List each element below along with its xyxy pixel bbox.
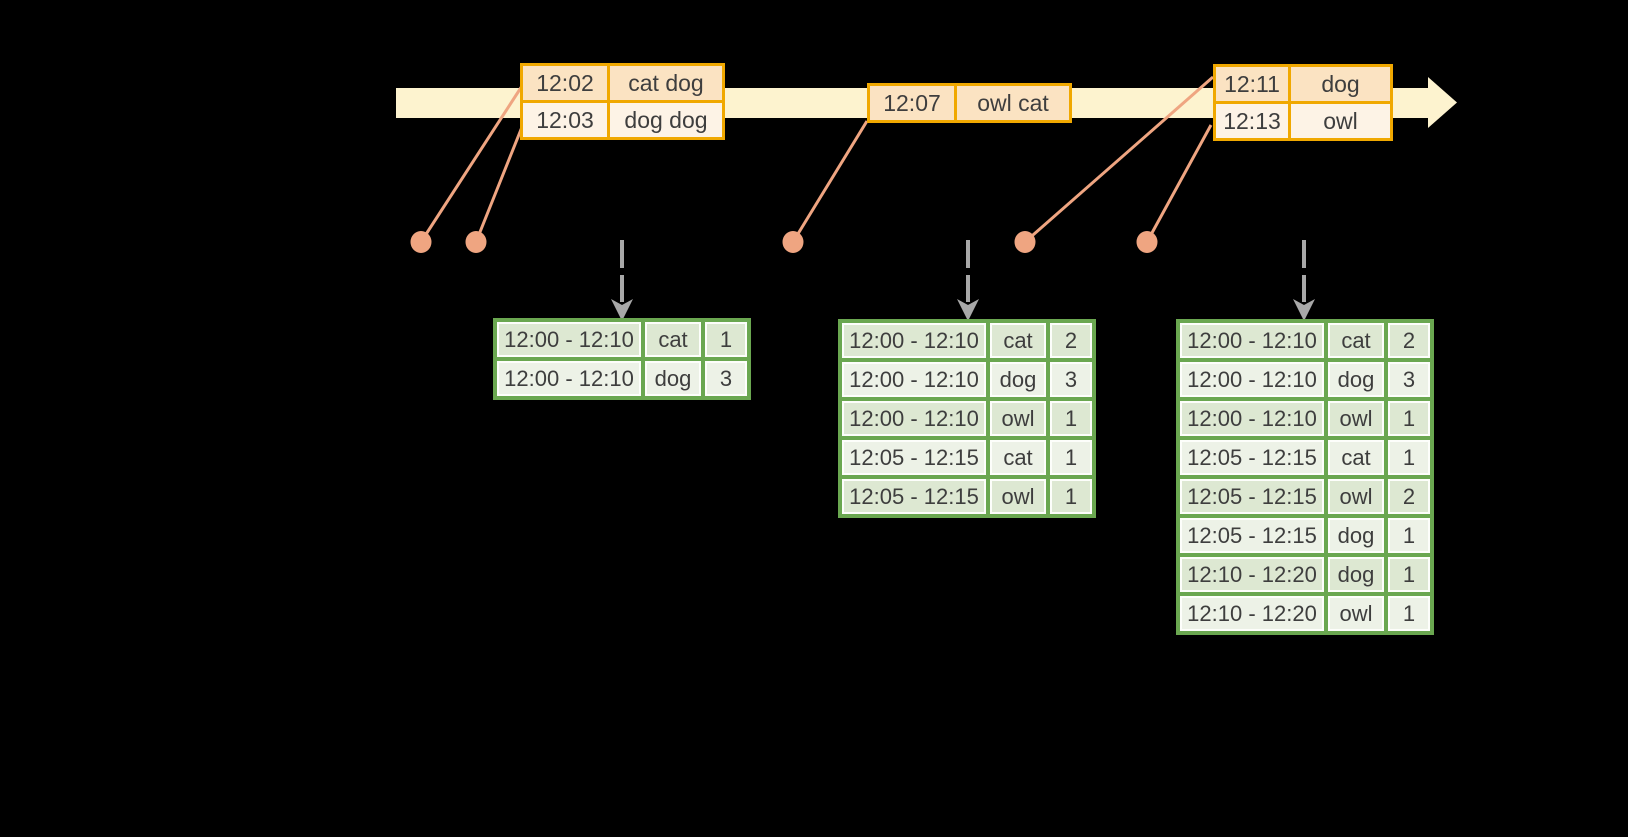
count-cell: 3	[1050, 362, 1092, 397]
window-cell: 12:05 - 12:15	[842, 440, 986, 475]
trigger-arrowhead-icon	[611, 299, 633, 321]
word-cell: cat	[990, 323, 1046, 358]
result-table-1: 12:00 - 12:10 cat 1 12:00 - 12:10 dog 3	[493, 318, 751, 400]
window-cell: 12:00 - 12:10	[842, 323, 986, 358]
event-time-cell: 12:07	[870, 86, 954, 120]
event-table-2: 12:07 owl cat	[867, 83, 1072, 123]
trigger-arrow-icon	[611, 240, 633, 321]
event-connector-line	[419, 85, 524, 243]
event-time-cell: 12:03	[523, 103, 607, 137]
word-cell: owl	[990, 479, 1046, 514]
event-words-cell: dog	[1291, 67, 1390, 101]
count-cell: 2	[1388, 323, 1430, 358]
count-cell: 3	[705, 361, 747, 396]
event-dot-icon	[465, 231, 487, 253]
event-dot-icon	[410, 231, 432, 253]
word-cell: owl	[1328, 479, 1384, 514]
count-cell: 1	[1050, 401, 1092, 436]
event-time-cell: 12:02	[523, 66, 607, 100]
window-cell: 12:00 - 12:10	[1180, 323, 1324, 358]
window-cell: 12:05 - 12:15	[1180, 440, 1324, 475]
trigger-arrowhead-icon	[957, 299, 979, 321]
result-table-3: 12:00 - 12:10 cat 2 12:00 - 12:10 dog 3 …	[1176, 319, 1434, 635]
trigger-arrowhead-icon	[1293, 299, 1315, 321]
count-cell: 1	[1388, 518, 1430, 553]
word-cell: dog	[990, 362, 1046, 397]
timeline-arrowhead-icon	[1428, 77, 1457, 128]
window-cell: 12:00 - 12:10	[842, 401, 986, 436]
word-cell: dog	[1328, 518, 1384, 553]
window-cell: 12:10 - 12:20	[1180, 596, 1324, 631]
word-cell: owl	[1328, 401, 1384, 436]
count-cell: 1	[1388, 596, 1430, 631]
event-words-cell: owl	[1291, 104, 1390, 138]
result-table-2: 12:00 - 12:10 cat 2 12:00 - 12:10 dog 3 …	[838, 319, 1096, 518]
window-cell: 12:10 - 12:20	[1180, 557, 1324, 592]
event-connector-line	[791, 120, 869, 243]
event-connector-line	[1024, 75, 1214, 244]
window-cell: 12:00 - 12:10	[497, 322, 641, 357]
word-cell: cat	[645, 322, 701, 357]
count-cell: 3	[1388, 362, 1430, 397]
word-cell: cat	[1328, 440, 1384, 475]
event-words-cell: cat dog	[610, 66, 722, 100]
window-cell: 12:05 - 12:15	[842, 479, 986, 514]
event-time-cell: 12:13	[1216, 104, 1288, 138]
event-table-1: 12:02 cat dog 12:03 dog dog	[520, 63, 725, 140]
trigger-arrow-icon	[957, 240, 979, 321]
window-cell: 12:00 - 12:10	[1180, 362, 1324, 397]
word-cell: dog	[1328, 557, 1384, 592]
window-cell: 12:00 - 12:10	[1180, 401, 1324, 436]
event-connector-line	[474, 121, 526, 243]
word-cell: dog	[1328, 362, 1384, 397]
count-cell: 1	[1388, 557, 1430, 592]
count-cell: 1	[1050, 479, 1092, 514]
word-cell: dog	[645, 361, 701, 396]
window-cell: 12:00 - 12:10	[497, 361, 641, 396]
count-cell: 1	[1388, 401, 1430, 436]
window-cell: 12:05 - 12:15	[1180, 479, 1324, 514]
count-cell: 1	[1050, 440, 1092, 475]
word-cell: cat	[990, 440, 1046, 475]
window-cell: 12:00 - 12:10	[842, 362, 986, 397]
word-cell: owl	[990, 401, 1046, 436]
event-time-cell: 12:11	[1216, 67, 1288, 101]
window-cell: 12:05 - 12:15	[1180, 518, 1324, 553]
word-cell: owl	[1328, 596, 1384, 631]
count-cell: 2	[1050, 323, 1092, 358]
trigger-arrow-icon	[1293, 240, 1315, 321]
event-dot-icon	[782, 231, 804, 253]
count-cell: 1	[705, 322, 747, 357]
event-words-cell: owl cat	[957, 86, 1069, 120]
event-table-3: 12:11 dog 12:13 owl	[1213, 64, 1393, 141]
count-cell: 1	[1388, 440, 1430, 475]
event-dot-icon	[1014, 231, 1036, 253]
event-dot-icon	[1136, 231, 1158, 253]
count-cell: 2	[1388, 479, 1430, 514]
event-connector-line	[1145, 124, 1213, 243]
word-cell: cat	[1328, 323, 1384, 358]
event-words-cell: dog dog	[610, 103, 722, 137]
